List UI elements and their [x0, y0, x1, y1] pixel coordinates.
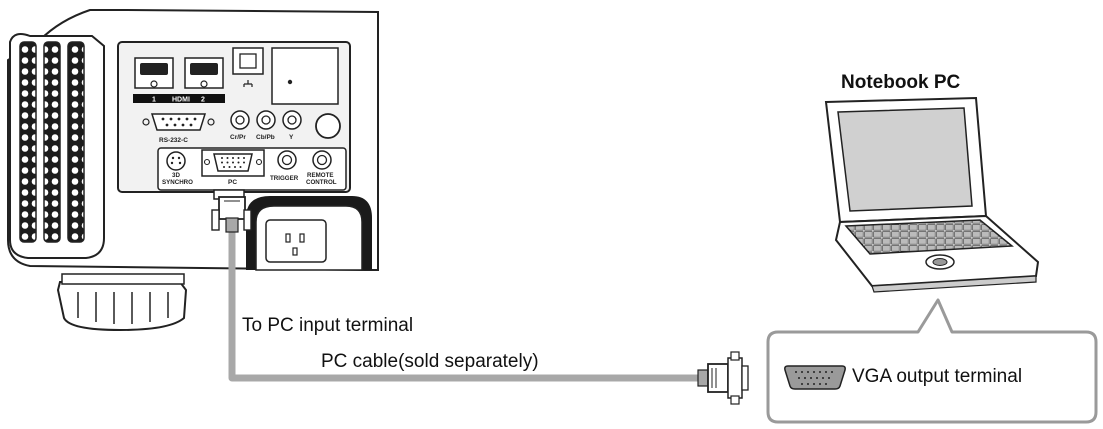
- hdmi-2-port: [184, 57, 224, 89]
- notebook-pc-title: Notebook PC: [841, 72, 961, 93]
- hdmi-2-label: 2: [201, 97, 205, 104]
- projector-foot: [56, 273, 188, 332]
- pc-input-port: [201, 149, 265, 177]
- notebook-pc: [824, 96, 1040, 293]
- projector: 1 HDMI 2 RS-232-C: [7, 9, 379, 332]
- cb-pb-label: Cb/Pb: [256, 134, 275, 141]
- rs232c-label: RS-232-C: [159, 137, 188, 144]
- remote-control-port: [312, 150, 332, 170]
- pc-input-terminal-label: To PC input terminal: [242, 315, 414, 336]
- vga-plug-projector: [211, 189, 252, 233]
- 3d-label: 3D: [172, 172, 180, 179]
- trigger-label: TRIGGER: [270, 175, 299, 182]
- vga-plug-laptop: [697, 351, 749, 405]
- rs232c-port: [142, 113, 215, 131]
- vga-port-icon: [784, 365, 846, 390]
- vga-output-terminal-label: VGA output terminal: [852, 366, 1023, 387]
- remote-label: REMOTE: [307, 172, 333, 179]
- cr-pr-label: Cr/Pr: [230, 134, 246, 141]
- pc-label: PC: [228, 179, 237, 186]
- control-label: CONTROL: [306, 179, 337, 186]
- component-ports: [230, 110, 302, 130]
- synchro-label: SYNCHRO: [162, 179, 193, 186]
- hdmi-label: HDMI: [172, 97, 190, 104]
- hdmi-1-label: 1: [152, 97, 156, 104]
- vga-callout-box: [766, 298, 1098, 424]
- lan-port: [232, 47, 264, 87]
- pc-cable: [228, 228, 700, 382]
- hdmi-1-port: [134, 57, 174, 89]
- power-inlet: [246, 196, 372, 271]
- round-knob: [315, 113, 341, 139]
- pc-cable-label: PC cable(sold separately): [321, 351, 539, 372]
- trigger-port: [277, 150, 297, 170]
- service-block: [271, 47, 339, 105]
- 3d-synchro-port: [166, 151, 186, 171]
- y-label: Y: [289, 134, 294, 141]
